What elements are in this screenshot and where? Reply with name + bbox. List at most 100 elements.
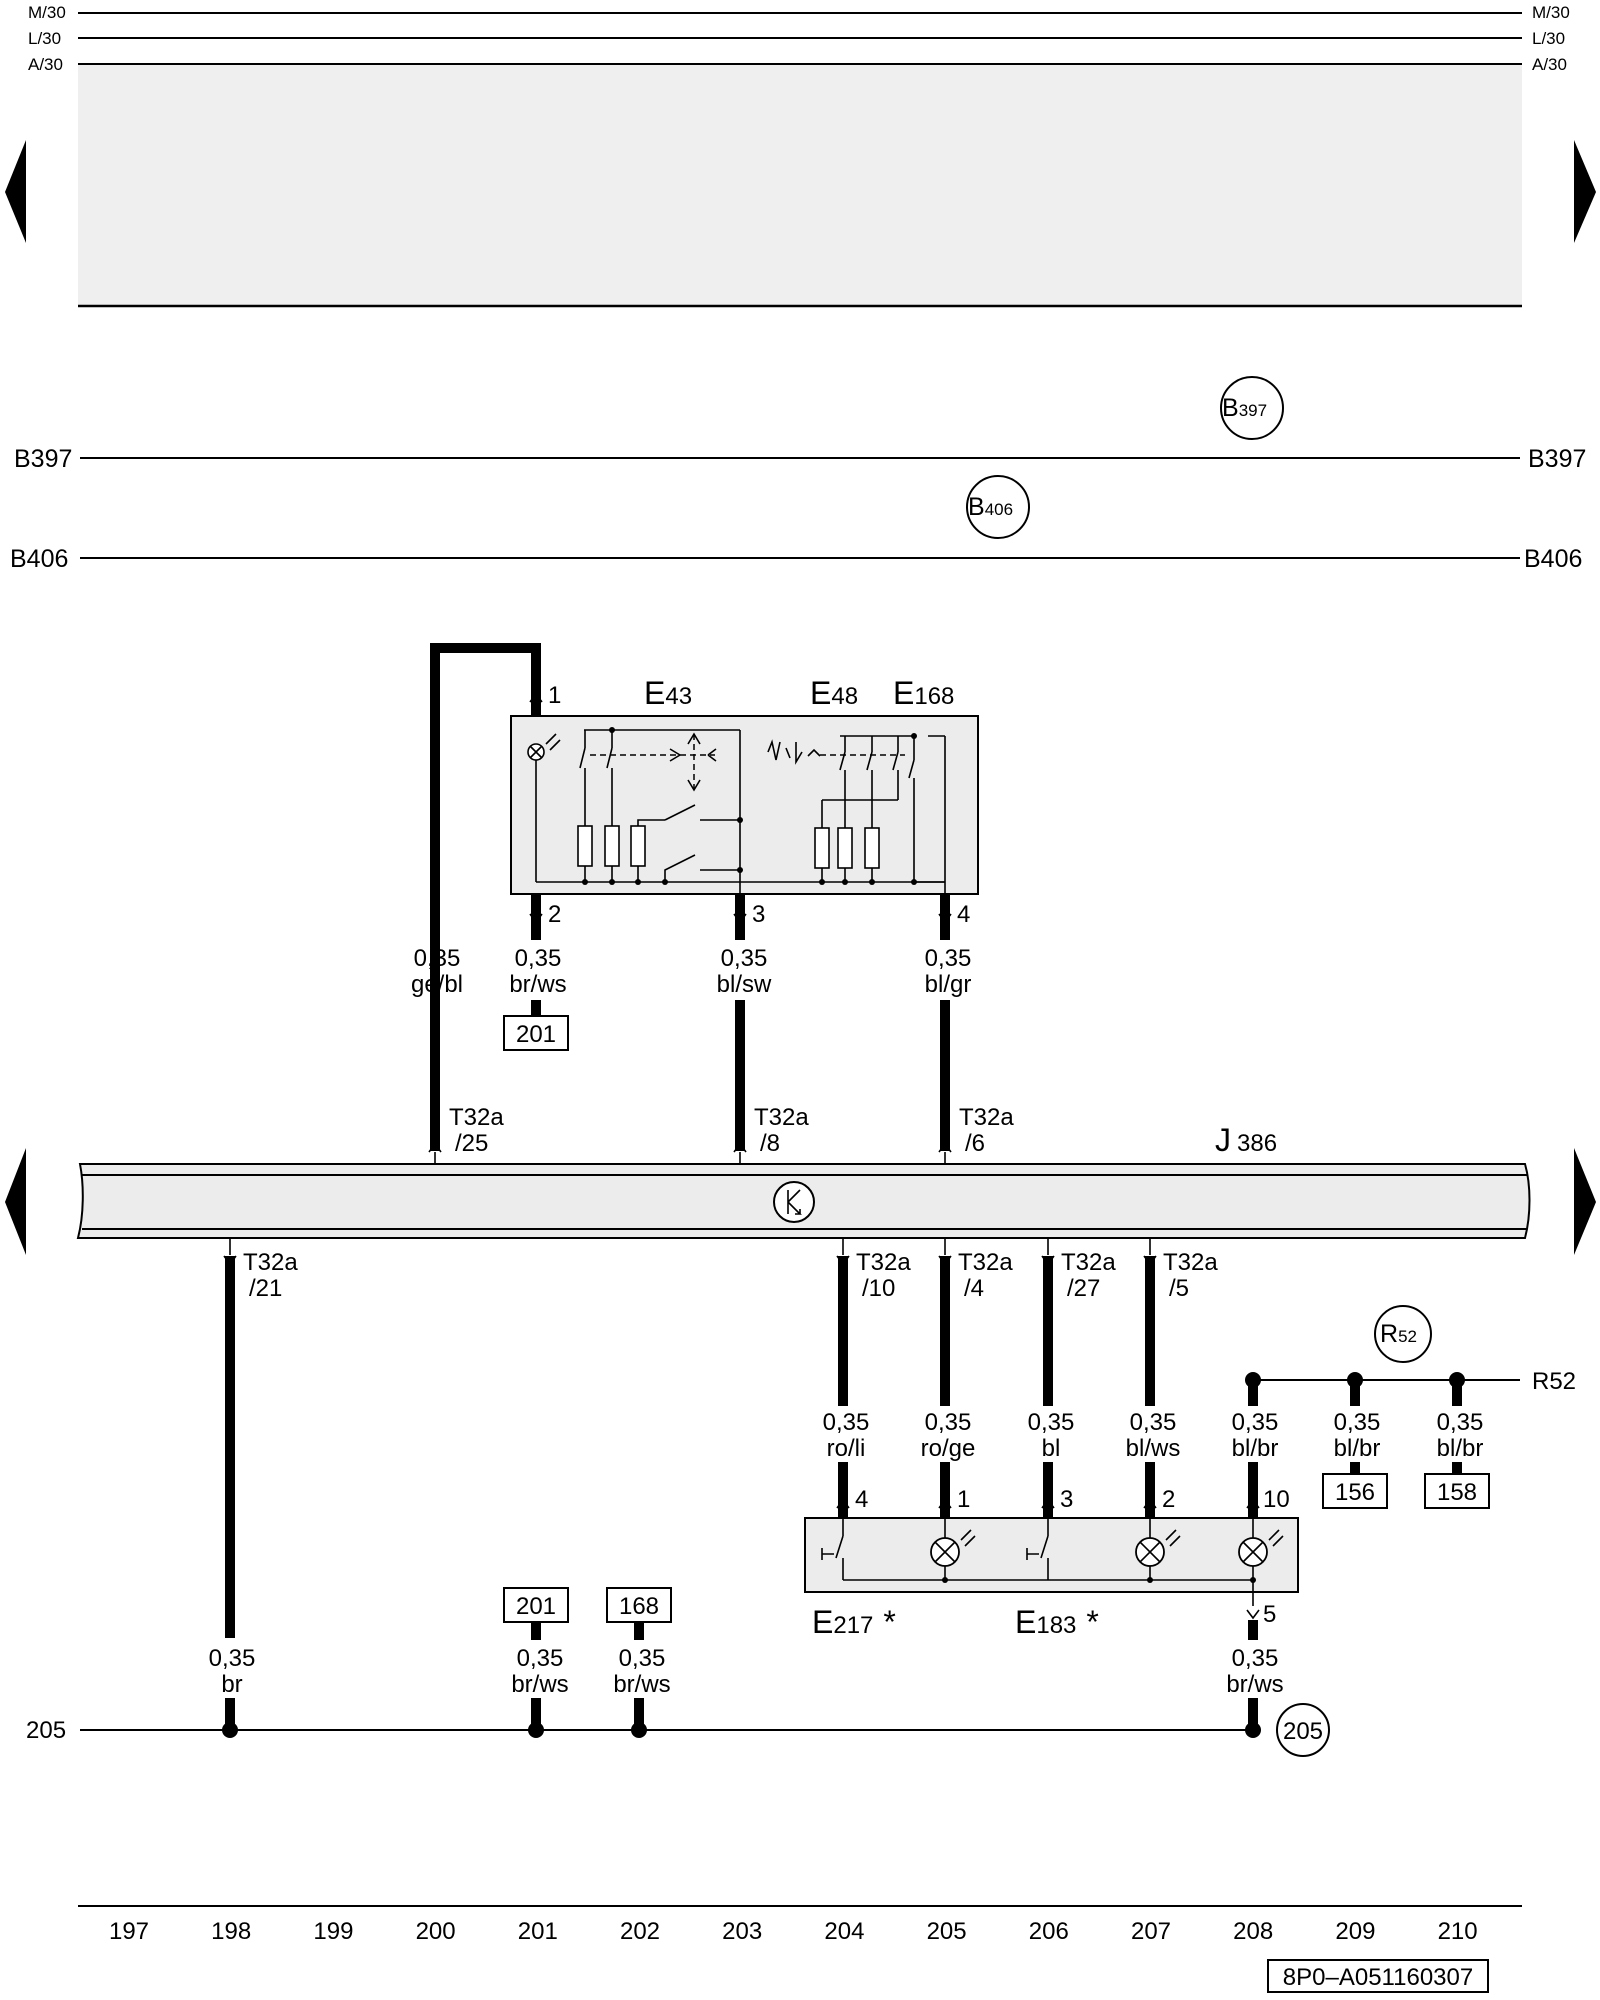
- track-number: 208: [1233, 1918, 1273, 1945]
- label-e217: E217*: [812, 1604, 896, 1640]
- wire-blbr-a-size: 0,35: [1232, 1409, 1279, 1436]
- connector-10-pin: /10: [862, 1275, 895, 1302]
- r52-circle-label: R52: [1380, 1320, 1417, 1348]
- ref-box-156[interactable]: [1322, 1473, 1388, 1509]
- wire-blsw-color: bl/sw: [717, 971, 772, 998]
- wire-blbr-b-color: bl/br: [1334, 1435, 1381, 1462]
- pin-2-label: 2: [548, 901, 561, 928]
- page-prev-arrow-icon[interactable]: [5, 140, 26, 243]
- track-number: 202: [620, 1918, 660, 1945]
- ref-box-168[interactable]: [606, 1587, 672, 1623]
- rail-l30-label-left: L/30: [28, 29, 61, 48]
- pin1-marker-icon: [529, 692, 543, 703]
- track-number: 203: [722, 1918, 762, 1945]
- wire-roli-size: 0,35: [823, 1409, 870, 1436]
- ground-rail-205: 0,35 br 201 168 0,35 br/ws 0,35 br/ws 0,…: [26, 1587, 1330, 1757]
- wire-brws-a-size: 0,35: [515, 945, 562, 972]
- track-number: 197: [109, 1918, 149, 1945]
- b406-label-left: B406: [10, 545, 68, 573]
- connector-27-name: T32a: [1061, 1249, 1116, 1276]
- resistor-1: [577, 825, 593, 867]
- wire-gebl-color: ge/bl: [411, 971, 463, 998]
- connector-6-name: T32a: [959, 1104, 1014, 1131]
- connector-25-pin: /25: [455, 1130, 488, 1157]
- b406-circle-label: B406: [968, 493, 1013, 521]
- ground-circle-label: 205: [1283, 1718, 1323, 1745]
- track-number: 199: [313, 1918, 353, 1945]
- page-next-arrow-icon[interactable]: [1574, 140, 1596, 243]
- track-number: 210: [1438, 1918, 1478, 1945]
- connector-5-pin: /5: [1169, 1275, 1189, 1302]
- b397-circle: [1220, 376, 1284, 440]
- connector-4-name: T32a: [958, 1249, 1013, 1276]
- label-e168: E168: [893, 675, 954, 711]
- resistor-6: [864, 827, 880, 869]
- ref-201-top: 201: [516, 1021, 556, 1048]
- wire-brws-a-color: br/ws: [509, 971, 566, 998]
- wire-brws-c-color: br/ws: [613, 1671, 670, 1698]
- ref-box-201-top[interactable]: [503, 1015, 569, 1051]
- ground-circle-205: [1276, 1703, 1330, 1757]
- wire-roli-color: ro/li: [827, 1435, 866, 1462]
- connector-21-pin: /21: [249, 1275, 282, 1302]
- resistor-4: [814, 827, 830, 869]
- track-number: 200: [416, 1918, 456, 1945]
- rail-l30-label-right: L/30: [1532, 29, 1565, 48]
- b397-circle-label: B397: [1222, 394, 1267, 422]
- label-e43: E43: [644, 675, 692, 711]
- connector-10-name: T32a: [856, 1249, 911, 1276]
- lower-wire-labels: 0,35 ro/li 0,35 ro/ge 0,35 bl 0,35 bl/ws…: [823, 1409, 1490, 1509]
- connector-27-pin: /27: [1067, 1275, 1100, 1302]
- control-unit-transistor-icon: [773, 1181, 815, 1223]
- label-e48: E48: [810, 675, 858, 711]
- r52-label: R52: [1532, 1368, 1576, 1395]
- rail-a30-label-right: A/30: [1532, 55, 1567, 74]
- e48-symbol-icon: [767, 739, 821, 765]
- pin2-marker-icon: [529, 913, 543, 924]
- track-number: 209: [1335, 1918, 1375, 1945]
- pin-1-label: 1: [548, 682, 561, 709]
- resistor-2: [604, 825, 620, 867]
- connector-21-name: T32a: [243, 1249, 298, 1276]
- ref-box-158[interactable]: [1424, 1473, 1490, 1509]
- connector-25-name: T32a: [449, 1104, 504, 1131]
- pin-3-label: 3: [752, 901, 765, 928]
- wire-blbr-c-color: bl/br: [1437, 1435, 1484, 1462]
- wire-brws-c-size: 0,35: [619, 1645, 666, 1672]
- wire-bl-size: 0,35: [1028, 1409, 1075, 1436]
- track-number: 201: [518, 1918, 558, 1945]
- pin-lower-3: 3: [1060, 1486, 1073, 1513]
- switch-icon-e217: [821, 1548, 834, 1560]
- pin-lower-5: 5: [1263, 1601, 1276, 1628]
- ref-box-201-bottom[interactable]: [503, 1587, 569, 1623]
- page-prev-arrow-icon-lower[interactable]: [5, 1148, 26, 1255]
- connector-8-name: T32a: [754, 1104, 809, 1131]
- page-next-arrow-icon-lower[interactable]: [1574, 1148, 1596, 1255]
- top-rails: M/30 M/30 L/30 L/30 A/30 A/30: [28, 3, 1570, 308]
- wire-blws-color: bl/ws: [1126, 1435, 1181, 1462]
- pin-lower-2: 2: [1162, 1486, 1175, 1513]
- wire-blgr-color: bl/gr: [925, 971, 972, 998]
- b397-label-right: B397: [1528, 445, 1586, 473]
- wire-ge-bl-loop: [430, 643, 541, 1151]
- label-e183: E183*: [1015, 1604, 1099, 1640]
- multi-direction-arrows-icon: [669, 732, 717, 792]
- wire-br-color: br: [221, 1671, 242, 1698]
- wire-blgr-size: 0,35: [925, 945, 972, 972]
- pin-lower-10: 10: [1263, 1486, 1290, 1513]
- wire-blws-size: 0,35: [1130, 1409, 1177, 1436]
- rail-m30-label-left: M/30: [28, 3, 66, 22]
- can-rails: B397 B397 B397 B406 B406 B406: [10, 376, 1586, 573]
- pin-4-label: 4: [957, 901, 970, 928]
- ref-156: 156: [1335, 1479, 1375, 1506]
- doc-id-box: [1267, 1959, 1489, 1993]
- pin-lower-1: 1: [957, 1486, 970, 1513]
- wire-bl-color: bl: [1042, 1435, 1061, 1462]
- r52-circle: [1374, 1305, 1432, 1363]
- upper-wire-labels: 0,35 ge/bl 0,35 br/ws 0,35 bl/sw 0,35 bl…: [411, 945, 971, 1151]
- relay-plate-area: [78, 65, 1522, 305]
- ref-201-bottom: 201: [516, 1593, 556, 1620]
